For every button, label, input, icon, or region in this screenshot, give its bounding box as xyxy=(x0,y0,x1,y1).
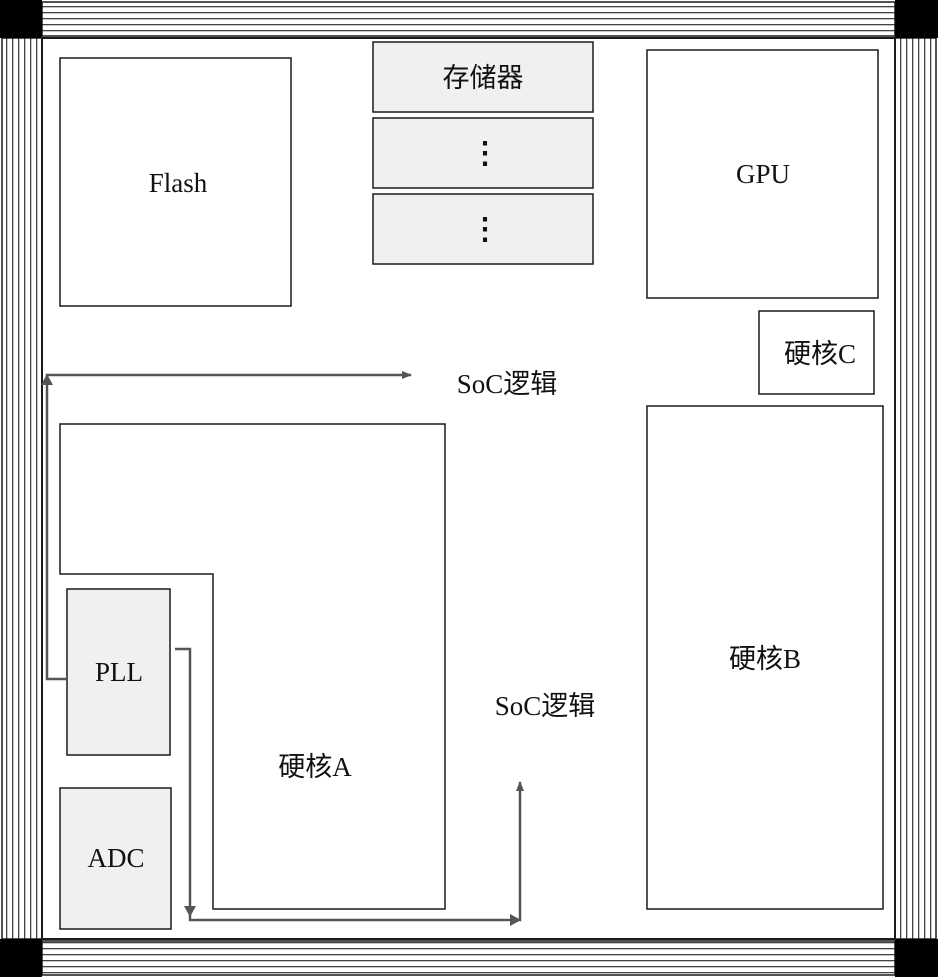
pll-block xyxy=(66,588,171,756)
memory-ellipsis-bottom: ⋮ xyxy=(470,213,500,246)
corner-top-left xyxy=(0,0,42,38)
clock-route-up-arrowhead xyxy=(41,374,53,385)
gpu-block xyxy=(646,49,879,299)
hardcore-a-label: 硬核A xyxy=(278,752,352,782)
memory-block-top xyxy=(372,41,594,113)
clock-route-junction-arrowhead xyxy=(510,914,521,926)
hardcore-c-block xyxy=(758,310,875,395)
corner-bottom-left xyxy=(0,939,42,977)
io-pad-top xyxy=(41,1,896,37)
hardcore-b-block xyxy=(646,405,884,910)
io-pad-left xyxy=(1,37,43,940)
hardcore-c-label: 硬核C xyxy=(784,339,856,369)
pll-label: PLL xyxy=(95,657,143,687)
hardcore-b-label: 硬核B xyxy=(729,644,801,674)
adc-label: ADC xyxy=(87,843,144,873)
io-pad-right xyxy=(894,37,937,940)
adc-block xyxy=(59,787,172,930)
memory-block-bottom xyxy=(372,193,594,265)
soc-logic-label-upper: SoC逻辑 xyxy=(457,369,558,399)
clock-route-corner-arrowhead xyxy=(184,906,196,917)
clock-route-upper-arrow xyxy=(45,371,412,681)
clock-route-lower-arrow xyxy=(175,647,524,922)
gpu-label: GPU xyxy=(736,159,790,189)
memory-label: 存储器 xyxy=(443,63,524,93)
soc-logic-label-lower: SoC逻辑 xyxy=(495,691,596,721)
corner-top-right xyxy=(895,0,938,38)
memory-ellipsis-middle: ⋮ xyxy=(470,137,500,170)
flash-block xyxy=(59,57,292,307)
memory-block-middle xyxy=(372,117,594,189)
io-pad-bottom xyxy=(41,940,896,976)
hardcore-a-block xyxy=(59,423,446,910)
flash-label: Flash xyxy=(149,168,208,198)
corner-bottom-right xyxy=(895,939,938,977)
